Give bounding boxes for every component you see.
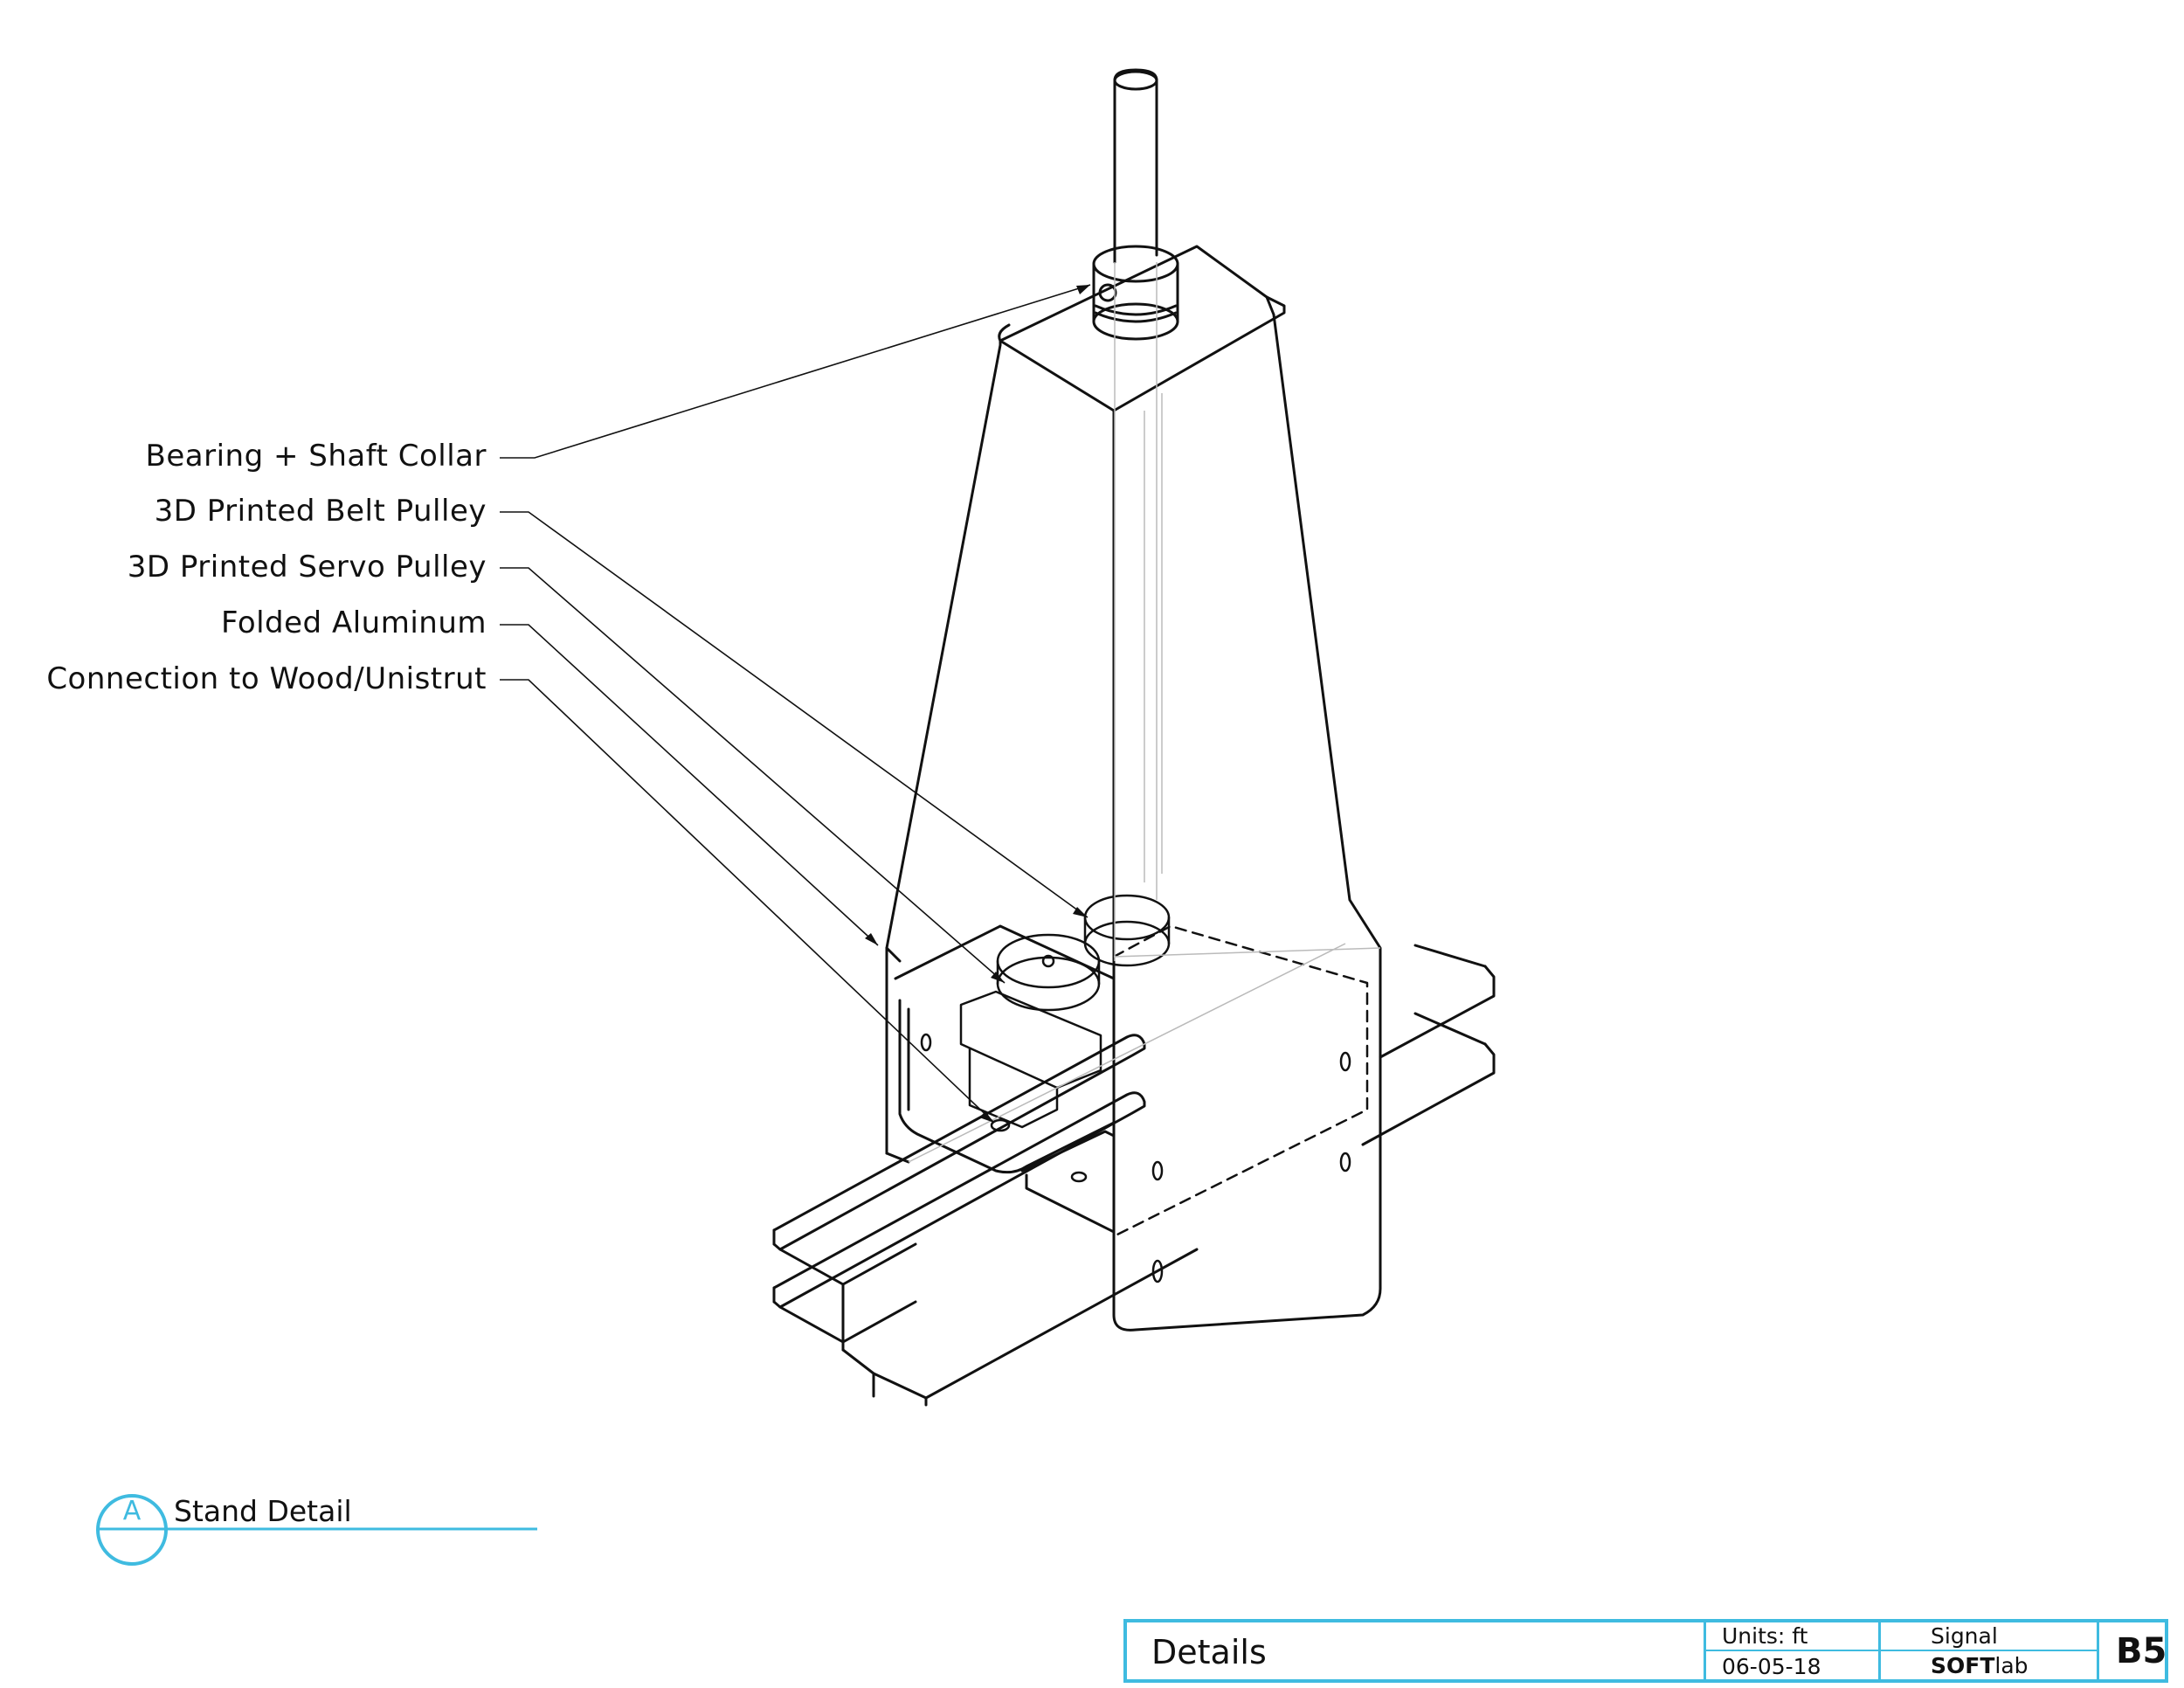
leader-servo-pulley [500,567,1006,984]
sheet-number: B5 [2116,1631,2167,1671]
project-name: Signal [1931,1623,1998,1649]
detail-marker-letter: A [122,1496,142,1526]
units-label: Units: ft [1722,1623,1808,1649]
shaft [1113,68,1158,264]
callout-folded-aluminum: Folded Aluminum [220,605,487,640]
mounting-holes [920,1033,1351,1283]
bearing-shaft-collar [1092,245,1179,341]
title-block: Details Units: ft 06-05-18 Signal SOFTla… [1123,1619,2168,1683]
callout-servo-pulley: 3D Printed Servo Pulley [127,550,487,585]
callout-connection-unistrut: Connection to Wood/Unistrut [46,661,487,696]
callout-belt-pulley: 3D Printed Belt Pulley [154,494,487,529]
detail-title: Stand Detail [174,1494,352,1528]
leader-bearing [500,284,1091,459]
unistrut-channel [772,944,1496,1407]
date-label: 06-05-18 [1722,1654,1821,1679]
folded-aluminum-shroud [885,245,1382,1332]
softlab-logo: SOFTlab [1931,1653,2028,1678]
leader-folded-aluminum [500,624,879,946]
leader-connection [500,679,995,1124]
sheet-title: Details [1151,1633,1267,1671]
leader-belt-pulley [500,511,1089,918]
callout-bearing-shaft-collar: Bearing + Shaft Collar [145,439,487,474]
